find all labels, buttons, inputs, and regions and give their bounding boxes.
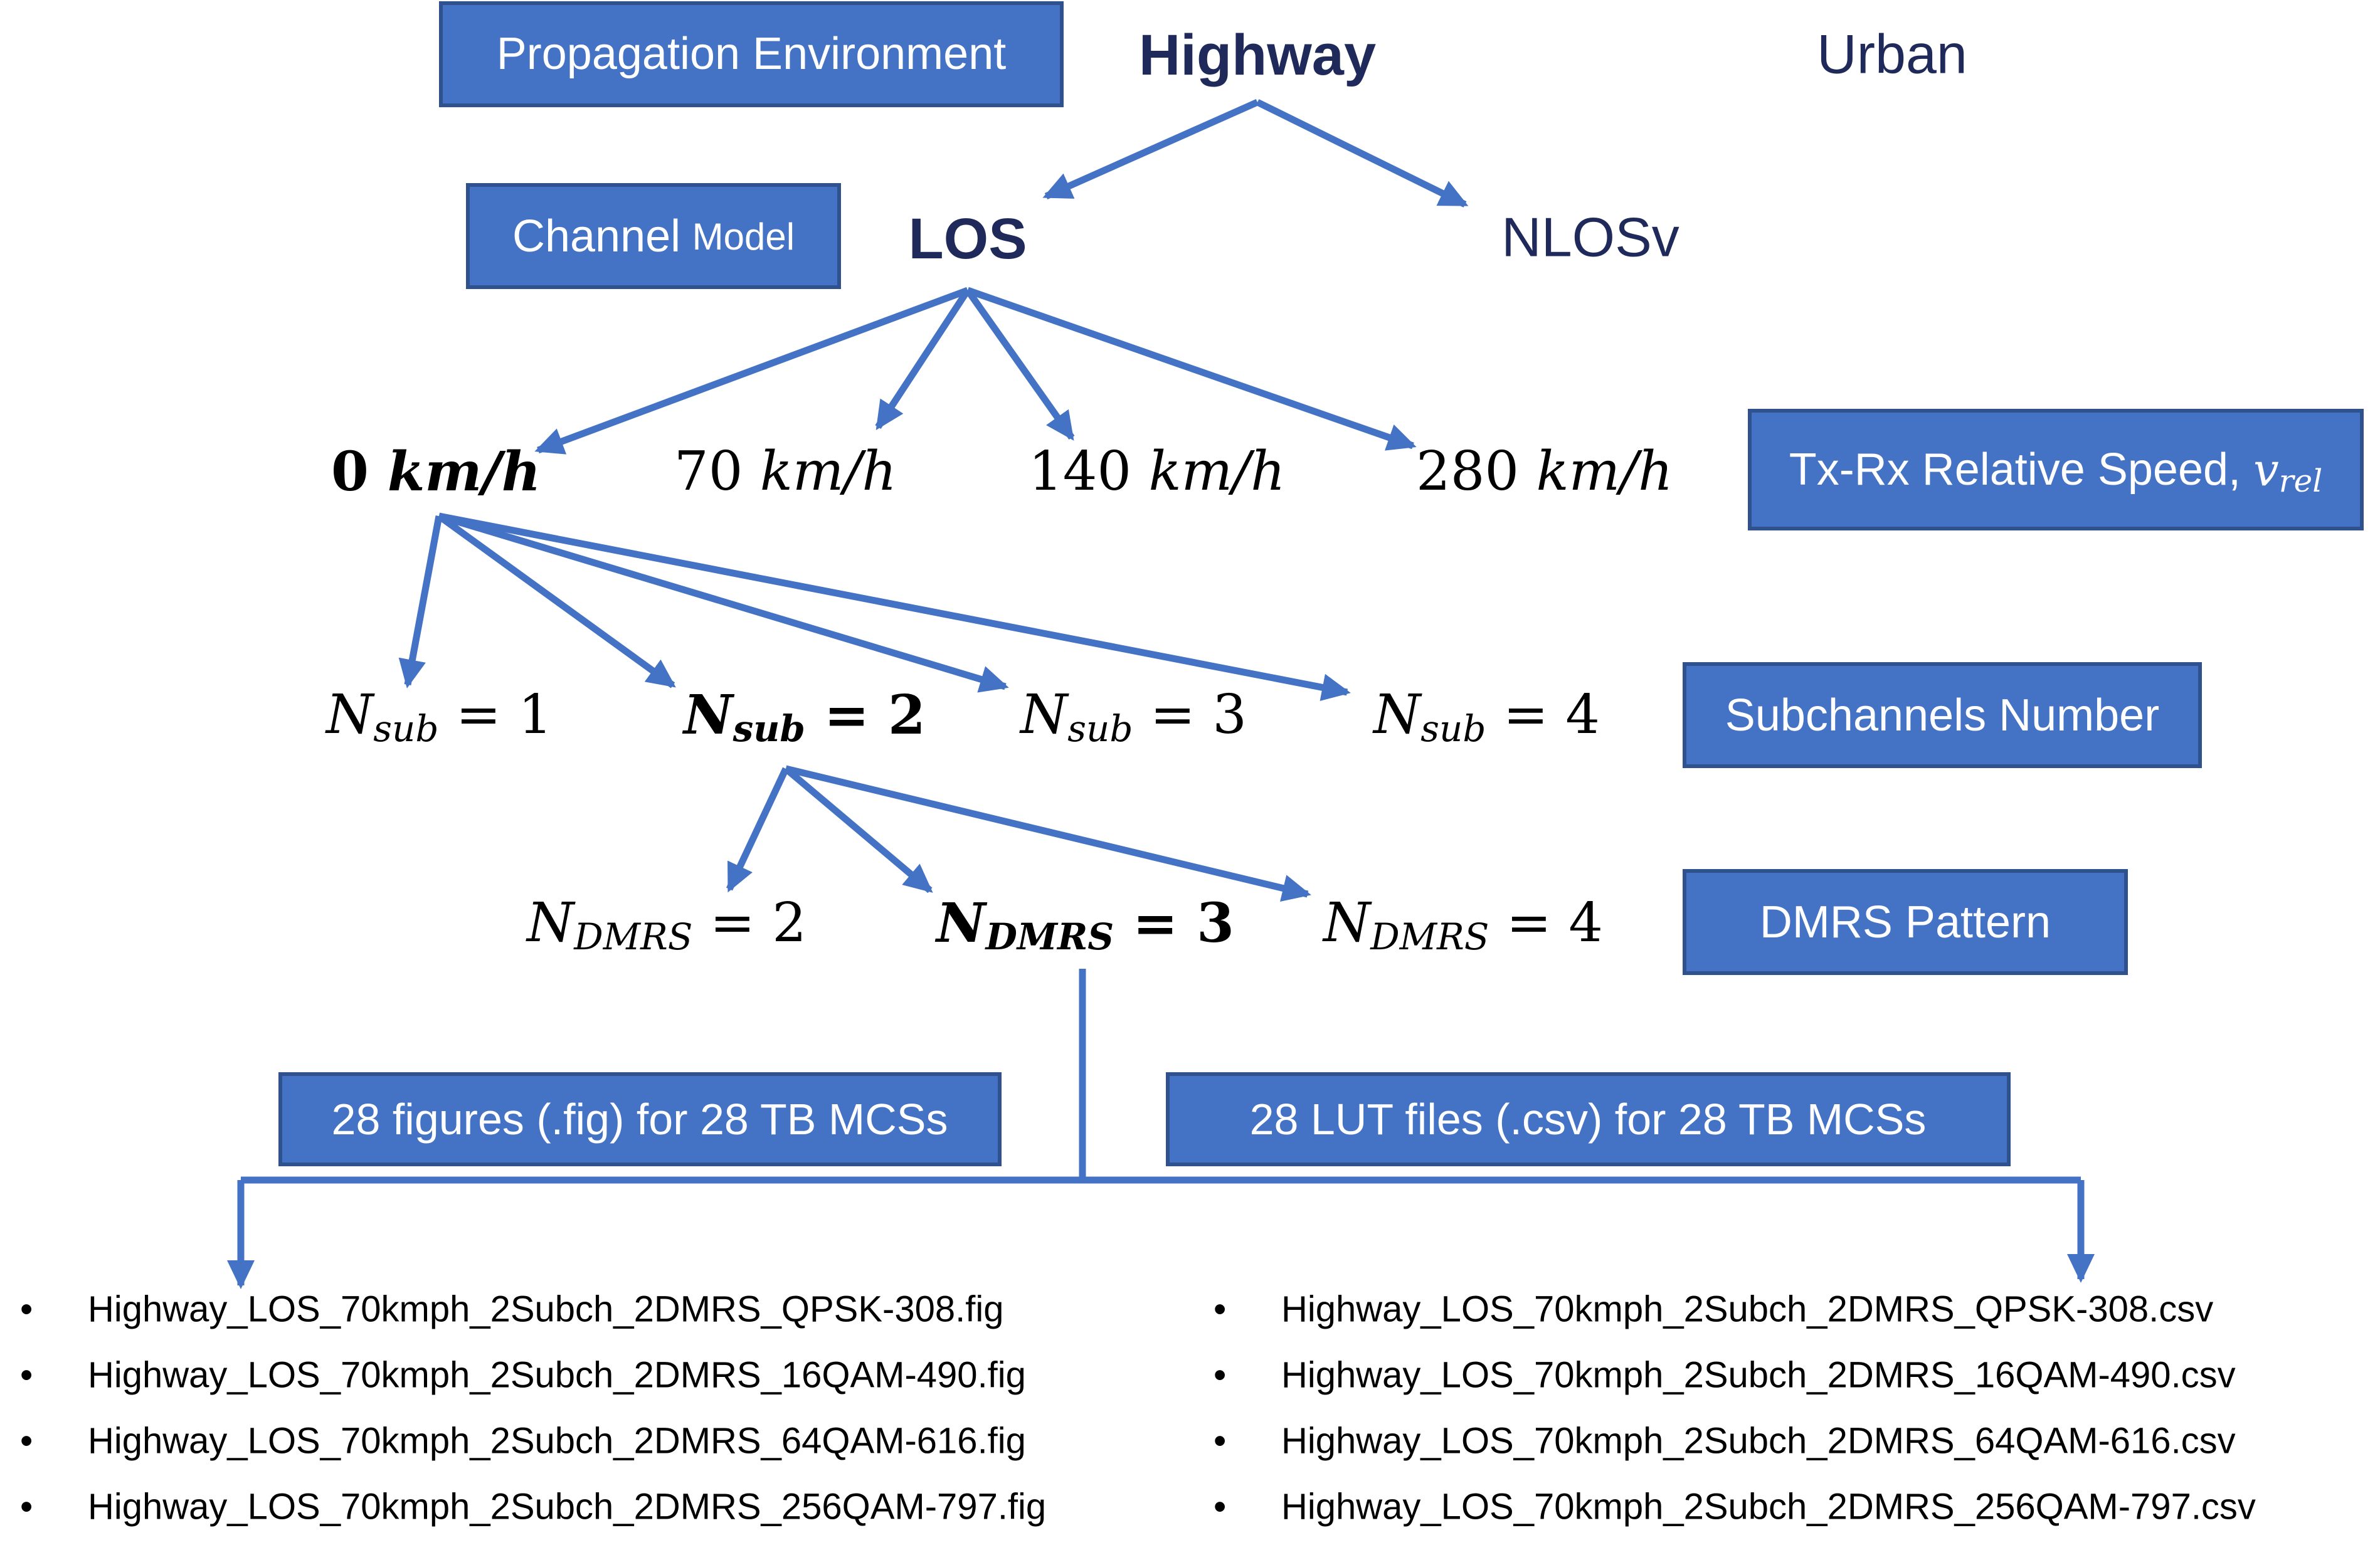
figures-label: 28 figures (.fig) for 28 TB MCSs bbox=[332, 1095, 948, 1144]
svg-text:Channel Model: Channel Model bbox=[512, 211, 795, 261]
speed-node-280: 280 km/h bbox=[1416, 440, 1673, 503]
channel-model-label-sub: Model bbox=[692, 216, 795, 258]
fig-file-bullet: • bbox=[20, 1487, 33, 1527]
fig-file-bullet: • bbox=[20, 1289, 33, 1330]
edge-los-70kmh bbox=[875, 288, 971, 431]
relative-speed-symbol: v bbox=[2253, 443, 2279, 496]
edge-0kmh-nsub3 bbox=[438, 512, 1009, 693]
edge-nsub2-ndmrs3 bbox=[783, 766, 933, 894]
edge-los-0kmh bbox=[534, 287, 969, 455]
csv-file-item: Highway_LOS_70kmph_2Subch_2DMRS_64QAM-61… bbox=[1281, 1421, 2236, 1462]
edge-highway-los bbox=[1042, 98, 1259, 200]
lut-files-box: 28 LUT files (.csv) for 28 TB MCSs bbox=[1166, 1072, 2011, 1166]
nsub-node-2: Nsub = 2 bbox=[682, 683, 926, 751]
channel-model-label: Channel bbox=[512, 211, 680, 261]
speed-node-0: 0 km/h bbox=[331, 440, 541, 503]
csv-file-list: • Highway_LOS_70kmph_2Subch_2DMRS_QPSK-30… bbox=[1214, 1289, 2256, 1527]
csv-file-item: Highway_LOS_70kmph_2Subch_2DMRS_256QAM-7… bbox=[1281, 1487, 2256, 1527]
dmrs-pattern-box: DMRS Pattern bbox=[1683, 869, 2128, 975]
propagation-environment-label: Propagation Environment bbox=[497, 29, 1007, 79]
edge-0kmh-nsub4 bbox=[438, 512, 1351, 701]
csv-file-bullet: • bbox=[1214, 1289, 1226, 1330]
ndmrs-node-3: NDMRS = 3 bbox=[934, 892, 1234, 959]
edge-los-280kmh bbox=[966, 287, 1417, 451]
node-los: LOS bbox=[908, 207, 1027, 271]
speed-node-70: 70 km/h bbox=[674, 440, 897, 503]
fig-file-item: Highway_LOS_70kmph_2Subch_2DMRS_256QAM-7… bbox=[88, 1487, 1046, 1527]
node-urban: Urban bbox=[1817, 23, 1967, 85]
channel-model-box: Channel Model bbox=[466, 183, 841, 289]
fig-file-item: Highway_LOS_70kmph_2Subch_2DMRS_64QAM-61… bbox=[88, 1421, 1026, 1462]
nsub-node-1: Nsub = 1 bbox=[325, 683, 553, 750]
tree-edges bbox=[227, 98, 2095, 1289]
csv-file-item: Highway_LOS_70kmph_2Subch_2DMRS_QPSK-308… bbox=[1281, 1289, 2213, 1330]
speed-node-140: 140 km/h bbox=[1029, 440, 1286, 503]
figures-box: 28 figures (.fig) for 28 TB MCSs bbox=[278, 1072, 1002, 1166]
csv-file-bullet: • bbox=[1214, 1421, 1226, 1462]
subchannels-number-label: Subchannels Number bbox=[1725, 690, 2159, 741]
propagation-environment-box: Propagation Environment bbox=[439, 1, 1064, 107]
node-highway: Highway bbox=[1139, 23, 1376, 87]
relative-speed-subscript: rel bbox=[2279, 463, 2322, 499]
nsub-node-3: Nsub = 3 bbox=[1019, 683, 1247, 750]
dmrs-pattern-label: DMRS Pattern bbox=[1760, 897, 2051, 947]
csv-file-bullet: • bbox=[1214, 1487, 1226, 1527]
dmrs-nodes: NDMRS = 2 NDMRS = 3 NDMRS = 4 bbox=[526, 892, 1603, 959]
edge-highway-nlosv bbox=[1256, 99, 1469, 208]
edge-0kmh-nsub2 bbox=[436, 513, 676, 688]
fig-file-item: Highway_LOS_70kmph_2Subch_2DMRS_16QAM-49… bbox=[88, 1355, 1026, 1396]
edge-nsub2-ndmrs2 bbox=[726, 767, 789, 893]
node-nlosv: NLOSv bbox=[1501, 206, 1679, 268]
csv-file-bullet: • bbox=[1214, 1355, 1226, 1396]
relative-speed-label: Tx-Rx Relative Speed, bbox=[1789, 445, 2253, 495]
fig-file-bullet: • bbox=[20, 1355, 33, 1396]
subchannels-number-box: Subchannels Number bbox=[1683, 662, 2202, 768]
svg-text:Tx-Rx Relative Speed, vrel: Tx-Rx Relative Speed, vrel bbox=[1789, 443, 2322, 499]
edge-0kmh-nsub1 bbox=[398, 515, 443, 688]
csv-file-item: Highway_LOS_70kmph_2Subch_2DMRS_16QAM-49… bbox=[1281, 1355, 2236, 1396]
ndmrs-node-2: NDMRS = 2 bbox=[526, 892, 807, 958]
subchannel-nodes: Nsub = 1 Nsub = 2 Nsub = 3 Nsub = 4 bbox=[325, 683, 1600, 751]
nsub-node-4: Nsub = 4 bbox=[1372, 683, 1600, 750]
lut-files-label: 28 LUT files (.csv) for 28 TB MCSs bbox=[1250, 1095, 1927, 1144]
edge-los-140kmh bbox=[965, 288, 1075, 441]
relative-speed-box: Tx-Rx Relative Speed, vrel bbox=[1748, 409, 2364, 530]
fig-file-item: Highway_LOS_70kmph_2Subch_2DMRS_QPSK-308… bbox=[88, 1289, 1003, 1330]
fig-file-list: • Highway_LOS_70kmph_2Subch_2DMRS_QPSK-30… bbox=[20, 1289, 1046, 1527]
speed-nodes: 0 km/h 70 km/h 140 km/h 280 km/h bbox=[331, 440, 1673, 503]
edge-nsub2-ndmrs4 bbox=[785, 765, 1311, 902]
fig-file-bullet: • bbox=[20, 1421, 33, 1462]
ndmrs-node-4: NDMRS = 4 bbox=[1322, 892, 1603, 958]
